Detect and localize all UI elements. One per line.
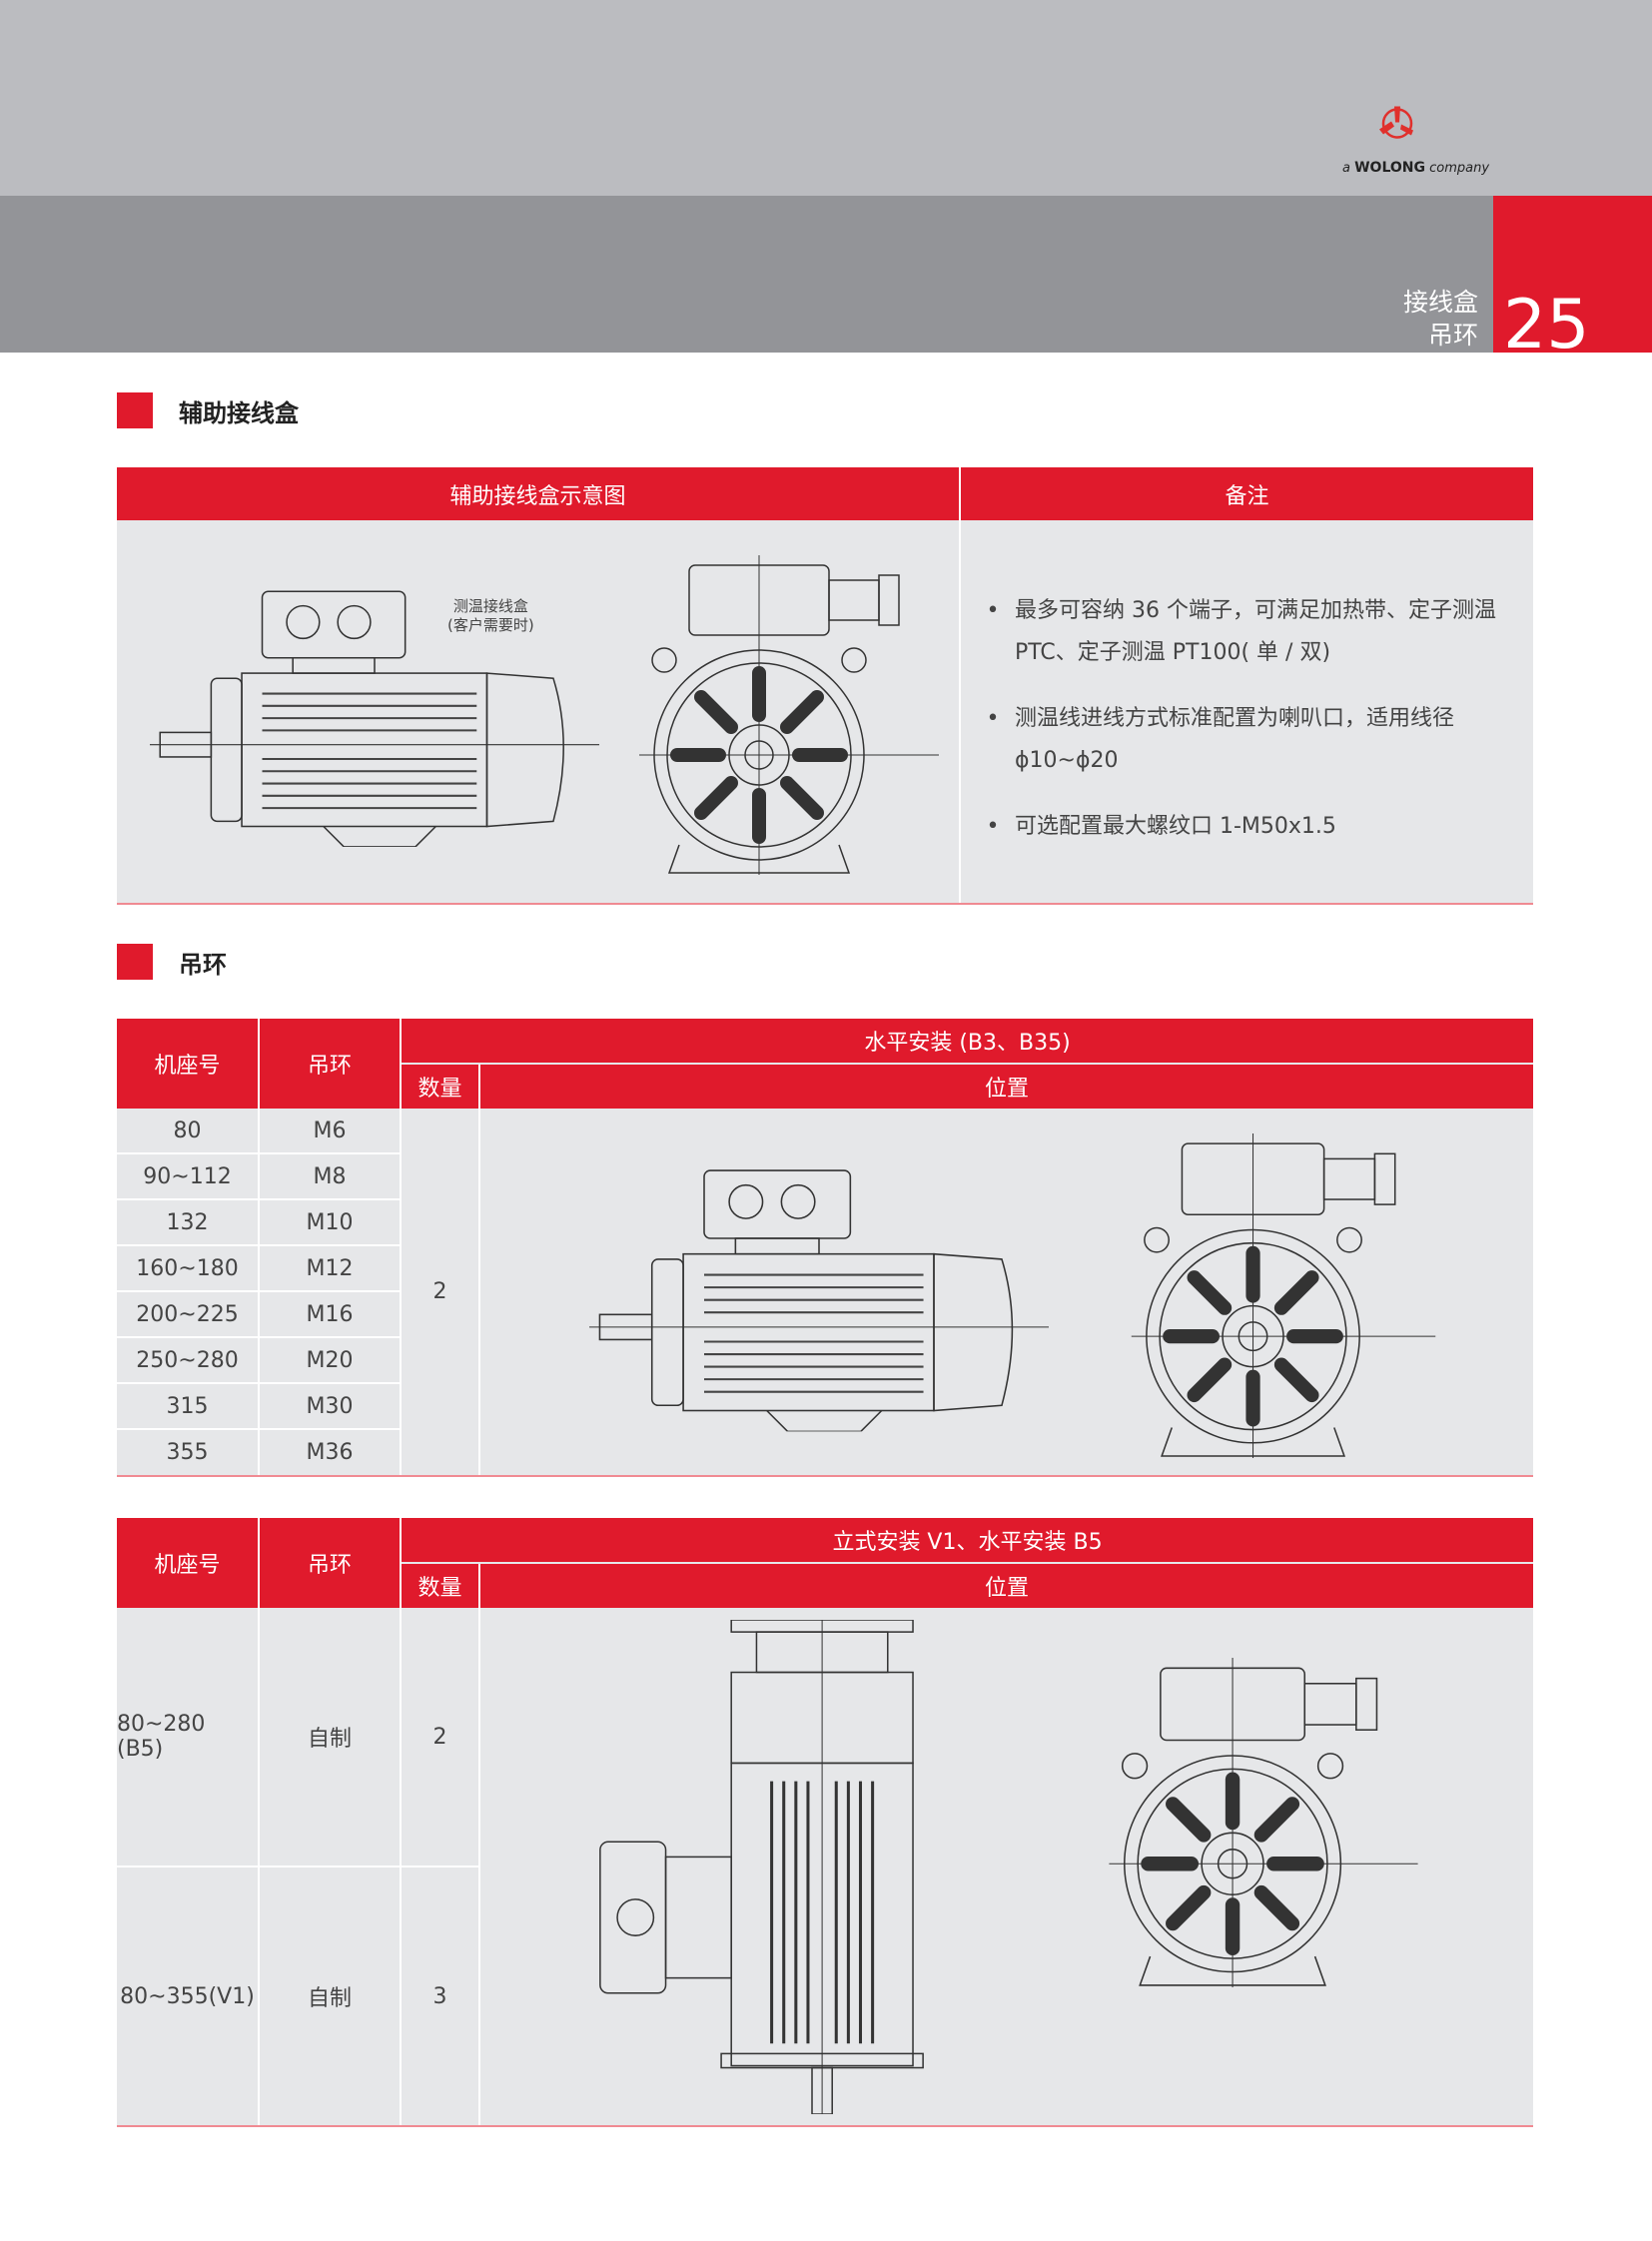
frame-cell: 80~355(V1) <box>120 1983 255 2009</box>
header-frame: 机座号 <box>117 1019 258 1109</box>
ring-cell: M36 <box>306 1439 354 1465</box>
aux-box-front-view-drawing <box>639 547 939 883</box>
ring-cell: M8 <box>313 1163 347 1189</box>
section-marker <box>117 944 153 980</box>
b5-front-view-drawing <box>1109 1658 1418 1987</box>
ring-cell: M12 <box>306 1255 354 1281</box>
frame-cell: 80 <box>173 1118 202 1143</box>
frame-cell: 200~225 <box>136 1301 239 1327</box>
header-ring: 吊环 <box>260 1518 400 1608</box>
header-ring: 吊环 <box>260 1019 400 1109</box>
frame-cell: 160~180 <box>136 1255 239 1281</box>
note-item: •最多可容纳 36 个端子，可满足加热带、定子测温 PTC、定子测温 PT100… <box>986 598 1496 665</box>
header-qty: 数量 <box>402 1564 478 1608</box>
horizontal-side-view-drawing <box>589 1133 1049 1458</box>
header-position: 位置 <box>480 1065 1533 1109</box>
aux-box-side-view-drawing <box>150 544 599 884</box>
divider <box>959 467 961 903</box>
frame-cell: 250~280 <box>136 1347 239 1373</box>
col-header-notes: 备注 <box>961 467 1533 520</box>
ring-cell: 自制 <box>307 1727 352 1752</box>
section-title: 辅助接线盒 <box>179 398 299 427</box>
col-header-diagram: 辅助接线盒示意图 <box>117 467 959 520</box>
frame-cell: 80~280 (B5) <box>117 1712 206 1762</box>
section-heading-lifting-ring: 吊环 <box>117 944 227 980</box>
aux-box-table <box>117 467 1533 905</box>
frame-cell: 132 <box>166 1209 209 1235</box>
header-top-band <box>0 0 1652 196</box>
ring-cell: M20 <box>306 1347 354 1373</box>
qty-cell: 3 <box>432 1983 447 2009</box>
frame-cell: 315 <box>166 1393 209 1419</box>
note-item: •测温线进线方式标准配置为喇叭口，适用线径 ϕ10~ϕ20 <box>986 706 1455 773</box>
chapter-title: 接线盒吊环 <box>1402 288 1478 350</box>
header-qty: 数量 <box>402 1065 478 1109</box>
frame-cell: 355 <box>166 1439 209 1465</box>
header-position: 位置 <box>480 1564 1533 1608</box>
section-heading-aux-box: 辅助接线盒 <box>117 392 299 428</box>
notes-list: •最多可容纳 36 个端子，可满足加热带、定子测温 PTC、定子测温 PT100… <box>961 520 1533 872</box>
page-number: 25 <box>1493 196 1652 353</box>
note-item: •可选配置最大螺纹口 1-M50x1.5 <box>986 814 1336 839</box>
logo-tagline: a WOLONG company <box>1342 160 1490 176</box>
qty-cell: 2 <box>432 1724 447 1750</box>
callout-temp-box: 测温接线盒(客户需要时) <box>447 597 534 634</box>
vertical-mount-table <box>117 1518 1533 2127</box>
qty-value: 2 <box>432 1279 447 1304</box>
section-marker <box>117 392 153 428</box>
wolong-logo-icon <box>1379 106 1413 139</box>
header-frame: 机座号 <box>117 1518 258 1608</box>
ring-cell: M30 <box>306 1393 354 1419</box>
header-chapter-band <box>0 196 1493 353</box>
section-title: 吊环 <box>179 950 227 979</box>
ring-cell: M10 <box>306 1209 354 1235</box>
ring-cell: M16 <box>306 1301 354 1327</box>
header-horizontal-mount: 水平安装 (B3、B35) <box>402 1019 1533 1063</box>
ring-cell: 自制 <box>307 1986 352 2011</box>
vertical-mount-drawing <box>589 1620 934 2114</box>
header-vertical-mount: 立式安装 V1、水平安装 B5 <box>402 1518 1533 1562</box>
frame-cell: 90~112 <box>143 1163 232 1189</box>
horizontal-front-view-drawing <box>1129 1133 1438 1458</box>
ring-cell: M6 <box>313 1118 347 1143</box>
